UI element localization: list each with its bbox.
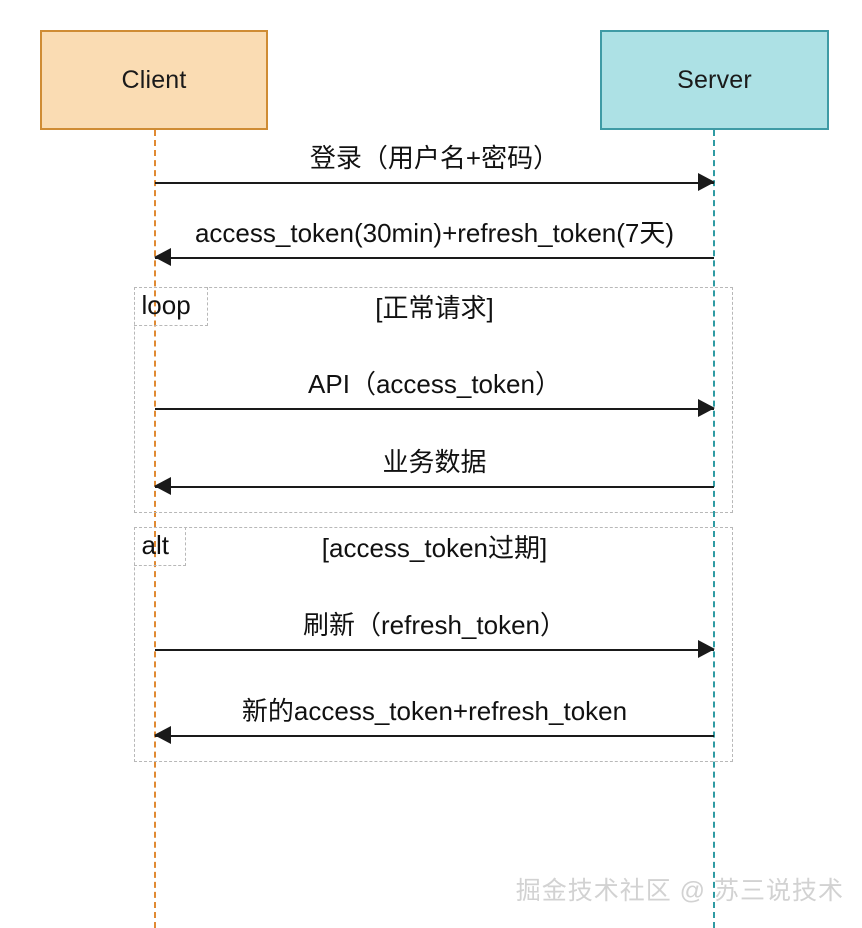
fragment-alt-operator: alt <box>133 526 186 566</box>
message-label: 新的access_token+refresh_token <box>241 696 628 726</box>
watermark: 掘金技术社区 @ 苏三说技术 <box>515 877 844 905</box>
participant-label-server: Server <box>677 65 752 94</box>
message-line <box>155 735 714 737</box>
lifeline-server <box>713 130 715 928</box>
arrowhead-left-icon <box>154 726 171 744</box>
arrowhead-right-icon <box>698 399 715 417</box>
arrowhead-right-icon <box>698 640 715 658</box>
participant-label-client: Client <box>121 65 187 94</box>
message-line <box>155 182 714 184</box>
arrowhead-left-icon <box>154 477 171 495</box>
lifeline-client <box>154 130 156 928</box>
participant-box-client[interactable]: Client <box>40 30 268 130</box>
message-label: 业务数据 <box>382 447 487 477</box>
fragment-loop-operator: loop <box>133 286 208 326</box>
message-label: access_token(30min)+refresh_token(7天) <box>194 218 675 248</box>
message-line <box>155 486 714 488</box>
fragment-loop-condition: [正常请求] <box>375 293 494 323</box>
message-line <box>155 257 714 259</box>
arrowhead-right-icon <box>698 173 715 191</box>
participant-box-server[interactable]: Server <box>600 30 829 130</box>
fragment-loop: loop [正常请求] <box>133 286 733 513</box>
message-label: 刷新（refresh_token） <box>303 610 566 640</box>
message-line <box>155 649 714 651</box>
message-line <box>155 408 714 410</box>
arrowhead-left-icon <box>154 248 171 266</box>
fragment-alt-condition: [access_token过期] <box>321 533 548 563</box>
message-label: 登录（用户名+密码） <box>309 143 560 173</box>
message-label: API（access_token） <box>308 369 561 399</box>
